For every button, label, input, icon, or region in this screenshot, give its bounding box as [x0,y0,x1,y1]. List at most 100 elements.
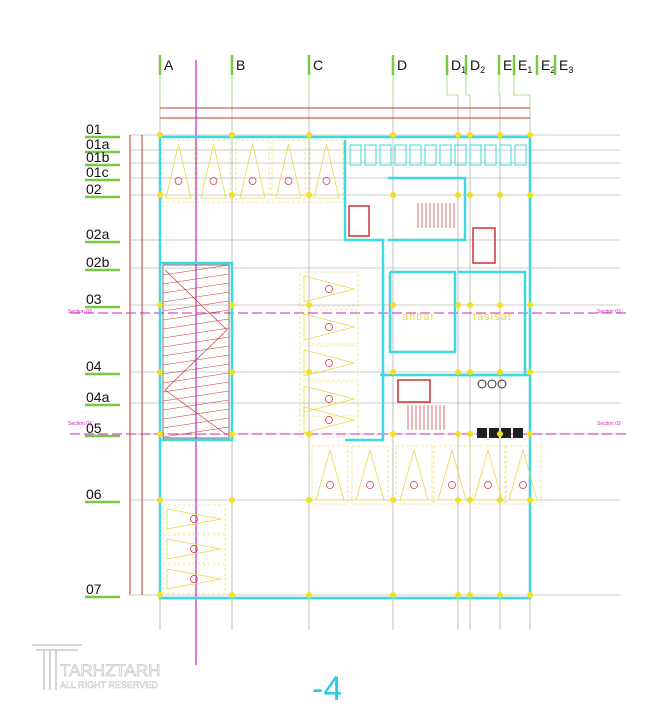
parking-space [504,445,542,505]
axis-leader-E [498,75,501,105]
ramp-hatch [162,318,230,330]
storage-locker [484,144,497,166]
core-wall [343,140,385,442]
row-label-06: 06 [86,486,102,502]
structural-column [455,192,461,198]
structural-column [229,302,235,308]
structural-column [390,592,396,598]
storage-locker [469,144,482,166]
mechanical-unit [501,428,511,438]
structural-column [467,497,473,503]
structural-column [467,302,473,308]
structural-column [467,369,473,375]
structural-column [157,592,163,598]
parking-space [351,445,389,505]
parking-space-marker [325,416,333,424]
structural-column [467,431,473,437]
ramp-hatch [162,273,230,285]
structural-column [390,497,396,503]
structural-column [497,592,503,598]
structural-column [157,369,163,375]
parking-space [162,534,226,564]
parking-space-arrow [473,448,503,501]
parking-space-marker [410,481,418,489]
structural-column [229,431,235,437]
elevator [348,205,370,237]
column-label-D2: D2 [470,57,485,75]
ramp-arrows [164,269,228,436]
ramp-hatch [162,291,230,303]
column-label-C: C [313,57,323,73]
parking-space-marker [322,177,331,185]
elevator [472,227,496,264]
structural-column [229,369,235,375]
structural-column [306,497,312,503]
equipment [487,379,497,389]
parking-space-marker [326,481,334,489]
parking-space-marker [448,481,456,489]
section-marker-right-05: Section 03 [597,421,621,427]
structural-column [306,302,312,308]
parking-space-marker [190,515,198,523]
structural-column [467,192,473,198]
parking-space-arrow [355,448,385,501]
subscript: 1 [461,65,466,75]
storage-locker [454,144,467,166]
structural-column [455,431,461,437]
parking-space-marker [325,323,333,331]
row-label-04: 04 [86,358,102,374]
parking-space-marker [209,177,218,185]
ramp-hatch [162,381,230,393]
parking-space [271,139,306,203]
column-label-D: D [397,57,407,73]
parking-space-arrow [165,143,192,199]
section-marker-left-03: Section 03 [68,309,92,315]
logo-tagline: ALL RIGHT RESERVED [60,680,158,690]
structural-column [497,497,503,503]
structural-column [390,369,396,375]
structural-column [390,132,396,138]
level-label: -4 [312,670,342,708]
structural-column [497,431,503,437]
ramp-hatch [162,264,230,276]
structural-column [527,431,533,437]
row-label-02a: 02a [86,226,110,242]
parking-space [161,139,196,203]
mechanical-unit [477,428,487,438]
structural-column [229,592,235,598]
parking-space [469,445,507,505]
storage-locker [514,144,527,166]
structural-column [497,132,503,138]
column-label-D1: D1 [451,57,466,75]
ramp-hatch [162,408,230,420]
storage-locker [439,144,452,166]
parking-space-marker [190,545,198,553]
ramp-hatch [162,399,230,411]
section-marker-left-05: Section 03 [68,421,92,427]
parking-space-arrow [303,275,356,303]
structural-column [455,497,461,503]
parking-space-arrow [303,406,356,434]
parking-space-arrow [166,568,222,590]
storage-locker [499,144,512,166]
mechanical-unit [489,428,499,438]
parking-space [309,139,344,203]
structural-column [157,497,163,503]
room-label-anbar: anbar [402,311,435,323]
stair-core-wall [388,176,467,242]
structural-column [527,592,533,598]
storage-locker [349,144,362,166]
ramp-hatch [162,363,230,375]
parking-space [196,139,231,203]
parking-space-marker [190,575,198,583]
axis-leader-D2 [465,75,471,105]
structural-column [455,132,461,138]
storage-locker [409,144,422,166]
parking-space-arrow [239,143,266,199]
structural-column [229,192,235,198]
parking-space-arrow [303,313,356,341]
structural-column [455,369,461,375]
parking-space [162,564,226,594]
parking-space-arrow [166,538,222,560]
